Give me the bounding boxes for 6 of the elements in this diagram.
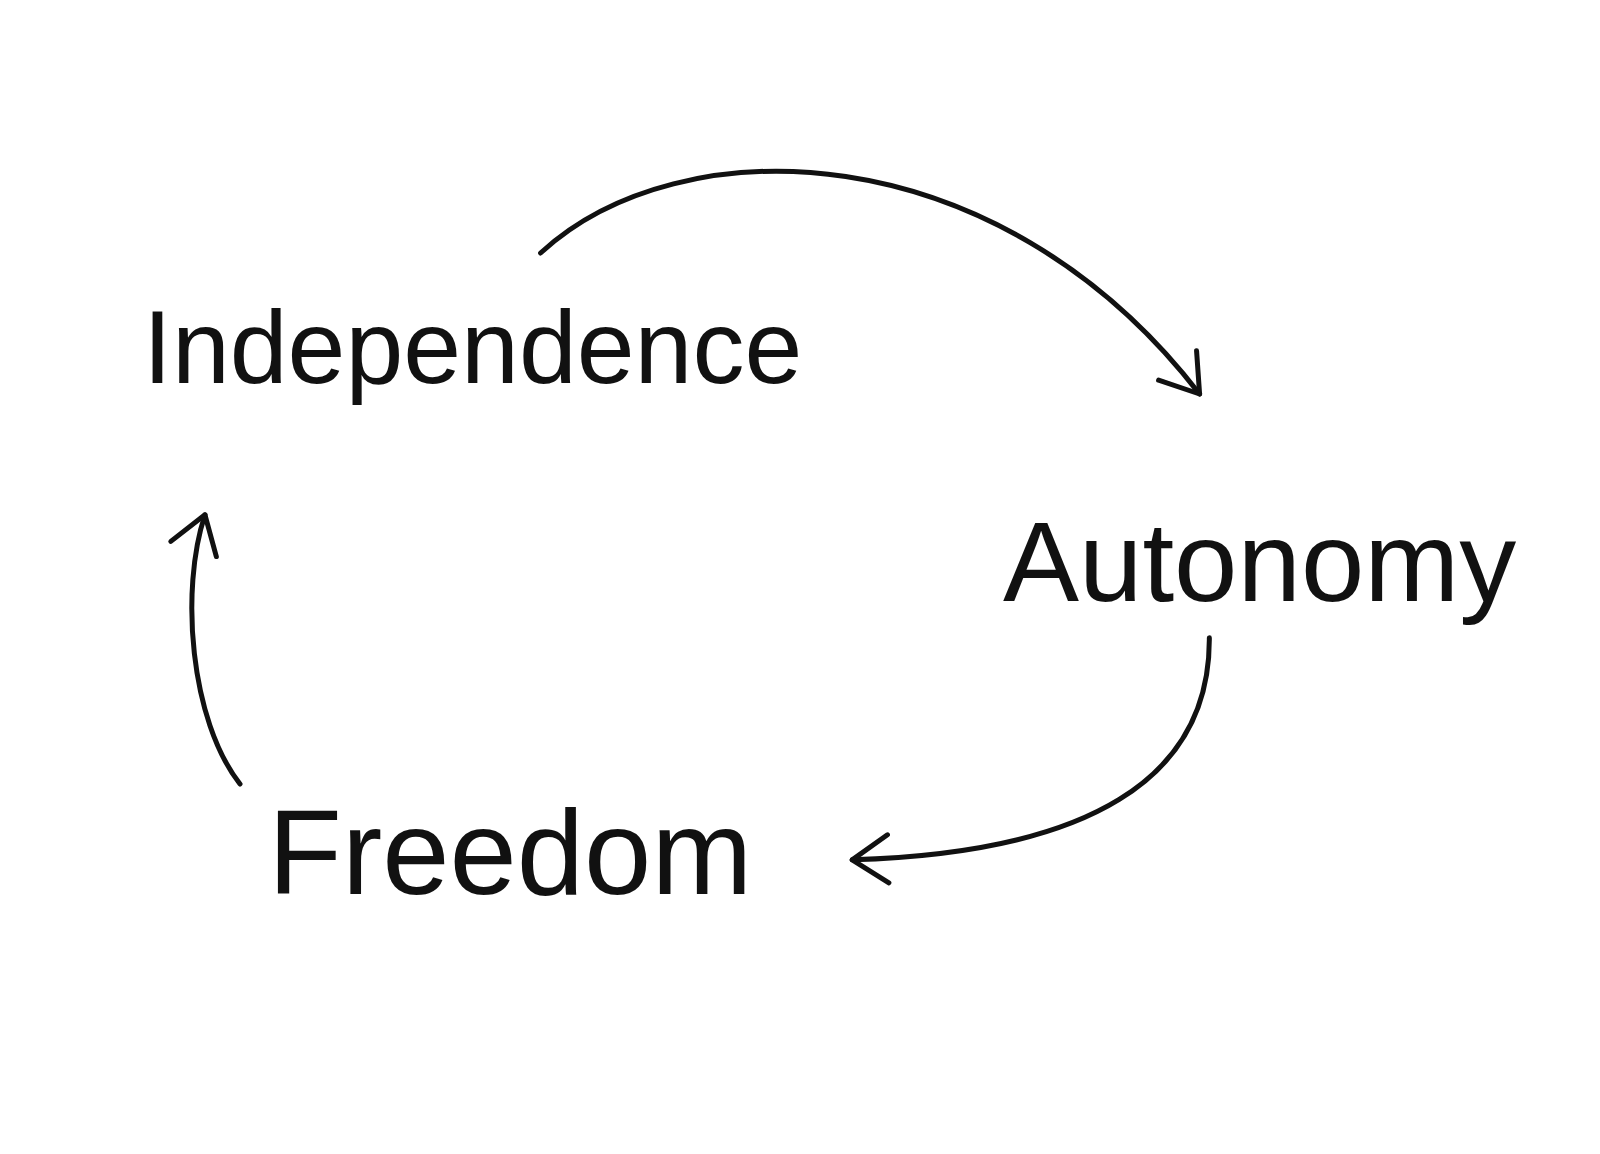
curved-arrow xyxy=(538,168,1203,397)
curved-arrow xyxy=(849,635,1212,885)
concept-word: Freedom xyxy=(268,780,753,926)
concept-word: Autonomy xyxy=(1003,494,1517,631)
concept-word: Independence xyxy=(143,285,803,410)
curved-arrow xyxy=(169,512,243,787)
